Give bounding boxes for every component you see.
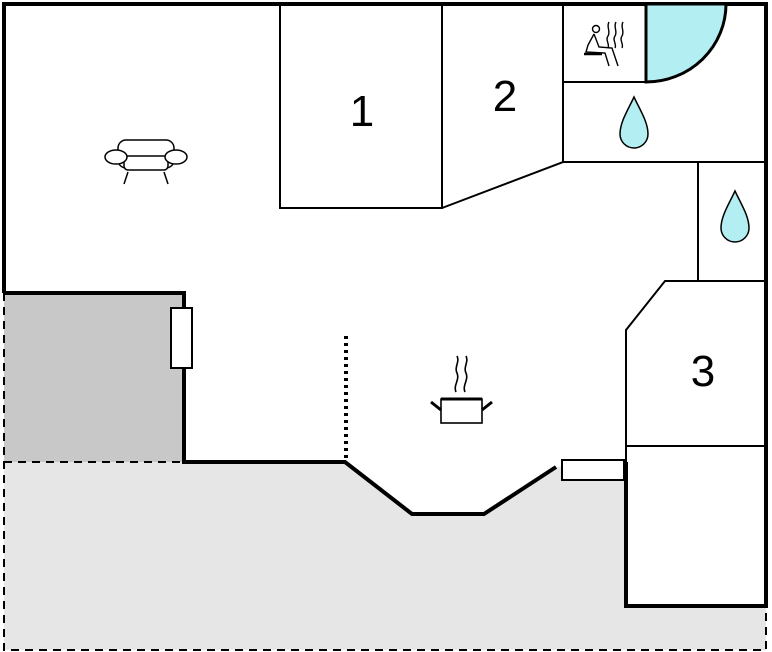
window: [561, 459, 625, 481]
window: [170, 307, 193, 369]
room-label-1: 1: [350, 87, 374, 136]
room-label-2: 2: [493, 72, 517, 121]
exterior-walls: [2, 2, 768, 608]
water-drop-icon: [619, 95, 649, 149]
sauna-icon: [584, 21, 624, 67]
cooking-pot-icon: [430, 355, 493, 424]
covered-terrace: [4, 293, 184, 462]
water-drop-icon: [720, 189, 750, 243]
room-label-3: 3: [691, 347, 715, 396]
pool-quarter-circle: [644, 2, 728, 84]
sofa-icon: [104, 139, 188, 185]
terrace-boundary: [3, 293, 767, 651]
outdoor-terrace: [4, 462, 766, 650]
